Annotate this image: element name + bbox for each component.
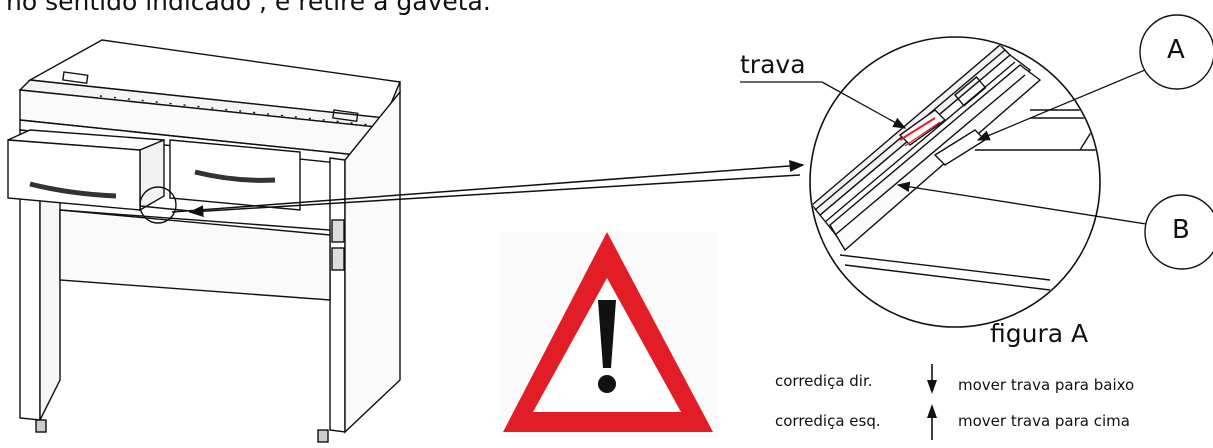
return-arrow [188,174,801,218]
instruction-text: no sentido indicado , e retire a gaveta. [6,0,491,16]
legend-action-right: mover trava para baixo [958,376,1135,394]
legend-slide-right: corrediça dir. [775,372,873,390]
callout-b-label: B [1172,215,1190,245]
legend-arrows [927,364,937,440]
legend-slide-left: corrediça esq. [775,412,881,430]
callout-a-circle [1139,14,1213,90]
callout-b-circle [1144,194,1213,270]
figure-label: figura A [990,319,1089,348]
pointer-arrow [171,160,805,213]
callout-a-label: A [1167,35,1185,65]
desk-drawing [7,39,401,443]
warning-icon [500,232,718,438]
trava-label: trava [740,50,806,79]
detail-view [809,36,1101,328]
legend-action-left: mover trava para cima [958,412,1130,430]
